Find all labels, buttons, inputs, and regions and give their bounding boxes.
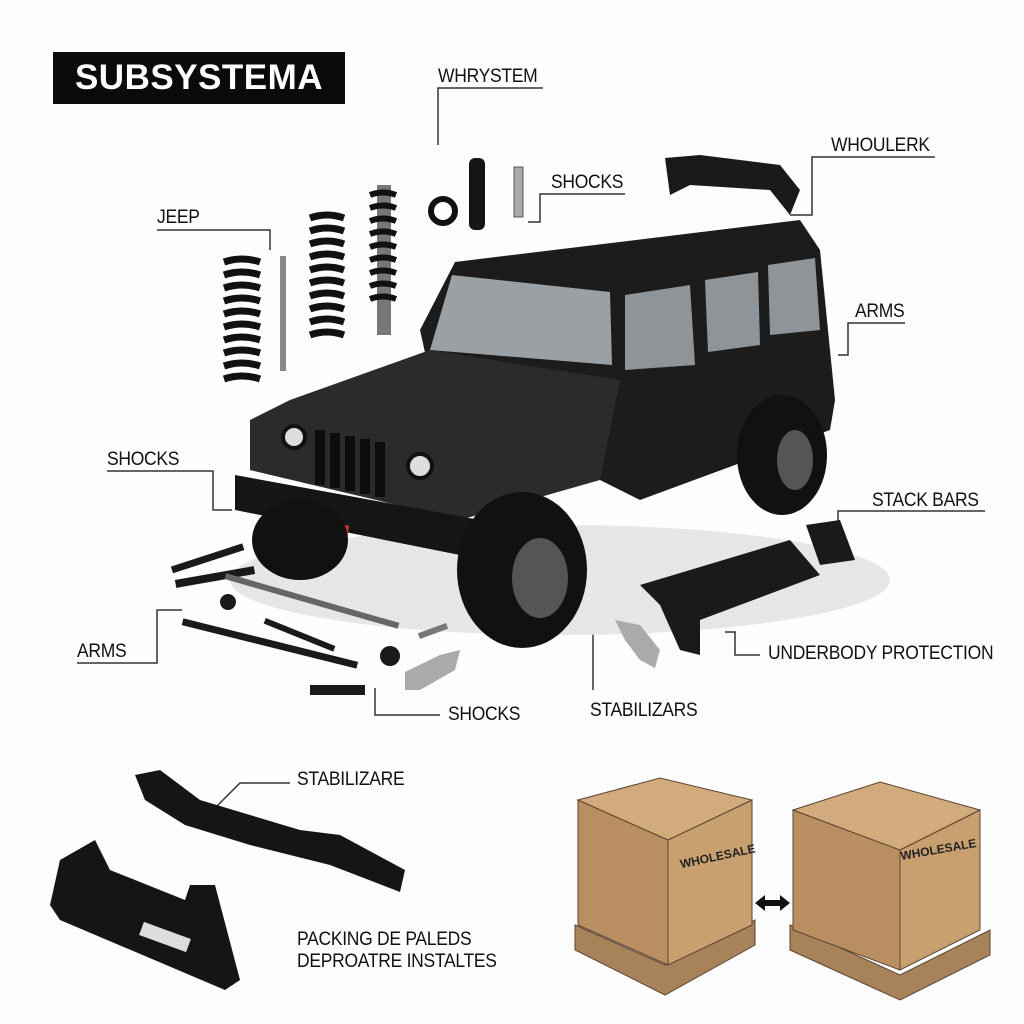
- packing-line-2: DEPROATRE INSTALTES: [297, 951, 497, 972]
- label-underbody-protection: UNDERBODY PROTECTION: [768, 643, 994, 664]
- label-shocks-left: SHOCKS: [107, 449, 180, 470]
- label-stabilizars: STABILIZARS: [590, 700, 698, 721]
- wholesale-box-right: WHOLESALE: [789, 781, 991, 1001]
- bidirectional-arrow-icon: [755, 895, 790, 911]
- label-whrystem: WHRYSTEM: [438, 66, 538, 87]
- bolt-icon: [513, 166, 524, 218]
- bracket-icon: [665, 155, 800, 215]
- label-jeep: JEEP: [157, 207, 200, 228]
- label-arms-left: ARMS: [77, 641, 127, 662]
- rod-icon: [280, 256, 286, 371]
- shock-icon: [469, 158, 485, 230]
- label-stack-bars: STACK BARS: [872, 490, 979, 511]
- label-whoulerk: WHOULERK: [831, 135, 930, 156]
- label-shocks-bottom: SHOCKS: [448, 704, 521, 725]
- page-title: SUBSYSTEMA: [53, 52, 345, 104]
- coil-spring-icon: [222, 255, 262, 383]
- label-stabilizare: STABILIZARE: [297, 769, 405, 790]
- coil-spring-icon: [308, 211, 346, 339]
- stabilizer-bracket-icon: [50, 770, 405, 990]
- label-arms-right: ARMS: [855, 301, 905, 322]
- suspension-parts: [170, 520, 855, 695]
- shock-absorber-icon: [368, 185, 398, 335]
- bushing-icon: [428, 196, 458, 226]
- wholesale-box-left: WHOLESALE: [574, 777, 757, 996]
- packing-line-1: PACKING DE PALEDS: [297, 929, 472, 950]
- label-shocks-top: SHOCKS: [551, 172, 624, 193]
